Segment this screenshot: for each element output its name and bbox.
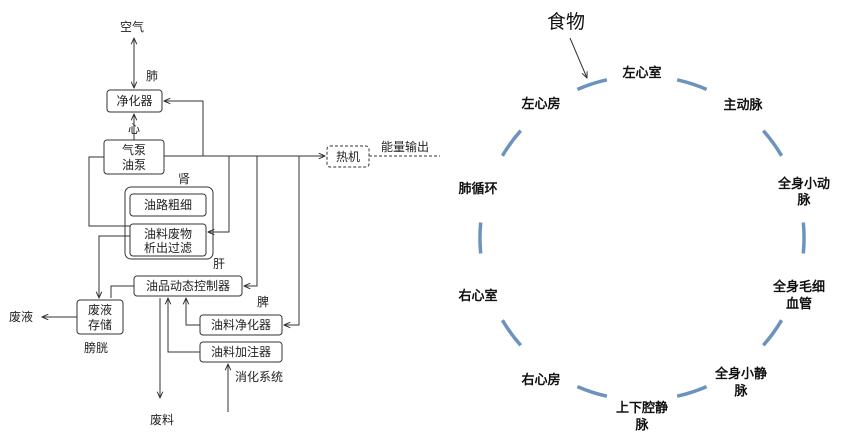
cycle-arc	[576, 384, 608, 398]
cycle-arc	[676, 78, 708, 92]
cycle-node-2: 全身小动 脉	[777, 176, 830, 208]
node-8-line1: 肺循环	[458, 181, 497, 197]
cycle-node-7: 右心室	[457, 288, 497, 304]
heat-engine-label: 热机	[336, 150, 360, 164]
cycle-node-5: 上下腔静 脉	[616, 400, 668, 433]
oil-path-label: 油路粗细	[144, 197, 192, 212]
food-arrow	[569, 37, 587, 78]
waste-filter-box	[129, 223, 207, 257]
node-6-line1: 右心房	[520, 372, 560, 388]
return-to-purifier-arrow	[164, 101, 204, 156]
bladder-label: 膀胱	[84, 340, 108, 355]
pump-label-2: 油泵	[122, 158, 146, 172]
cycle-arc	[801, 222, 806, 254]
node-4-line2: 脉	[733, 383, 748, 399]
waste-storage-label-2: 存储	[88, 317, 112, 332]
controller-label: 油品动态控制器	[146, 279, 230, 293]
pump-label-1: 气泵	[122, 142, 146, 157]
cycle-arc	[500, 129, 523, 157]
oil-filler-label: 油料加注器	[211, 344, 271, 359]
right-diagram: 食物 左心室 主动脉 全身小动 脉 全身毛细 血管 全身小静 脉 上下腔静 脉 …	[457, 11, 830, 433]
cycle-arc	[676, 384, 708, 398]
purifier-label: 净化器	[116, 94, 152, 108]
waste-liquid-label: 废液	[9, 309, 33, 324]
purifier-box	[106, 89, 163, 113]
node-2-line1: 全身小动	[777, 176, 830, 192]
node-7-line1: 右心室	[457, 288, 497, 304]
cycle-arcs	[478, 78, 806, 398]
left-diagram: 空气 肺 净化器 心 气泵 油泵 热机 能量输出 肾 油路粗细 油料废物 析出过…	[9, 19, 440, 427]
cycle-node-8: 肺循环	[458, 181, 497, 197]
waste-storage-label-1: 废液	[88, 302, 112, 317]
cycle-arc	[500, 319, 523, 347]
node-2-line2: 脉	[796, 192, 811, 208]
kidney-group-box	[124, 186, 214, 260]
pump-to-filter-loop	[88, 156, 130, 227]
oil-path-box	[129, 193, 207, 217]
liver-label: 肝	[213, 257, 225, 271]
node-4-line1: 全身小静	[714, 366, 767, 382]
food-label: 食物	[547, 11, 585, 33]
waste-material-label: 废料	[150, 412, 174, 427]
node-3-line1: 全身毛细	[772, 279, 825, 295]
node-5-line1: 上下腔静	[616, 400, 668, 416]
cycle-arc	[761, 129, 784, 157]
waste-filter-label-2: 析出过滤	[144, 241, 192, 255]
line-to-oil-purifier-arrow	[284, 156, 300, 325]
cycle-node-1: 主动脉	[723, 97, 763, 113]
cycle-node-4: 全身小静 脉	[714, 366, 767, 399]
spleen-label: 脾	[257, 294, 269, 309]
line-to-filter-arrow	[208, 156, 230, 232]
waste-filter-label-1: 油料废物	[144, 226, 192, 241]
node-5-line2: 脉	[634, 417, 649, 433]
cycle-node-3: 全身毛细 血管	[772, 279, 825, 312]
cycle-arc	[576, 78, 608, 92]
air-label: 空气	[120, 19, 144, 34]
oil-filler-to-controller-arrow	[168, 298, 200, 353]
cycle-arc	[478, 222, 483, 254]
lung-label: 肺	[146, 69, 158, 83]
node-0-line1: 左心室	[622, 65, 661, 81]
oil-purifier-label: 油料净化器	[211, 318, 271, 332]
controller-to-storage-line	[110, 285, 134, 298]
node-1-line1: 主动脉	[723, 97, 763, 113]
digestive-label: 消化系统	[235, 370, 283, 384]
energy-output-label: 能量输出	[381, 139, 429, 154]
heat-engine-box	[326, 145, 370, 168]
line-to-controller-arrow	[244, 156, 258, 286]
cycle-arc	[761, 319, 784, 347]
filter-to-storage-arrow	[99, 235, 130, 298]
oil-purifier-to-controller-arrow	[186, 298, 200, 326]
kidney-label: 肾	[178, 172, 190, 186]
cycle-node-0: 左心室	[622, 65, 661, 81]
cycle-node-9: 左心房	[521, 96, 560, 112]
node-3-line2: 血管	[786, 296, 812, 312]
cycle-node-6: 右心房	[520, 372, 560, 388]
node-9-line1: 左心房	[521, 96, 560, 112]
